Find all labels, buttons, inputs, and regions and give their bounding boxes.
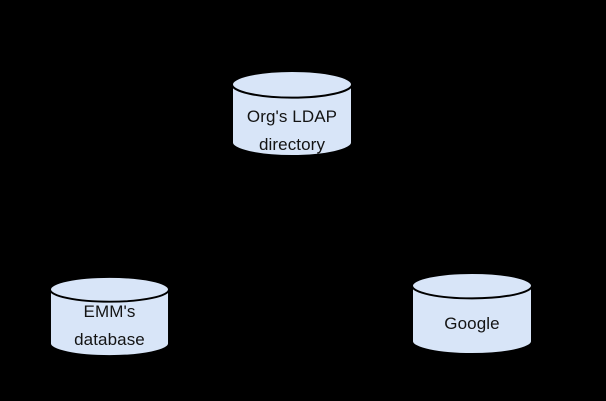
cylinder-top bbox=[231, 70, 353, 99]
google-label: Google bbox=[411, 310, 533, 338]
database-cylinder-icon bbox=[411, 272, 533, 355]
label-line: database bbox=[74, 330, 145, 349]
ldap-directory-node: Org's LDAP directory bbox=[231, 70, 353, 157]
google-node: Google bbox=[411, 272, 533, 355]
label-line: EMM's bbox=[83, 302, 136, 321]
label-line: Org's LDAP bbox=[246, 107, 338, 126]
emm-database-label: EMM's database bbox=[49, 298, 170, 354]
ldap-directory-label: Org's LDAP directory bbox=[231, 103, 353, 159]
database-cylinder-icon bbox=[49, 276, 170, 357]
cylinder-body-outline bbox=[411, 285, 533, 355]
cylinder-body bbox=[232, 84, 352, 156]
label-line: directory bbox=[258, 135, 326, 154]
cylinder-top bbox=[49, 276, 170, 303]
label-line: Google bbox=[444, 314, 500, 333]
cylinder-top bbox=[411, 272, 533, 300]
database-cylinder-icon bbox=[231, 70, 353, 157]
cylinder-body bbox=[49, 289, 170, 357]
cylinder-body-outline bbox=[231, 84, 353, 157]
cylinder-body-outline bbox=[49, 289, 170, 357]
emm-database-node: EMM's database bbox=[49, 276, 170, 357]
cylinder-body bbox=[412, 285, 532, 355]
